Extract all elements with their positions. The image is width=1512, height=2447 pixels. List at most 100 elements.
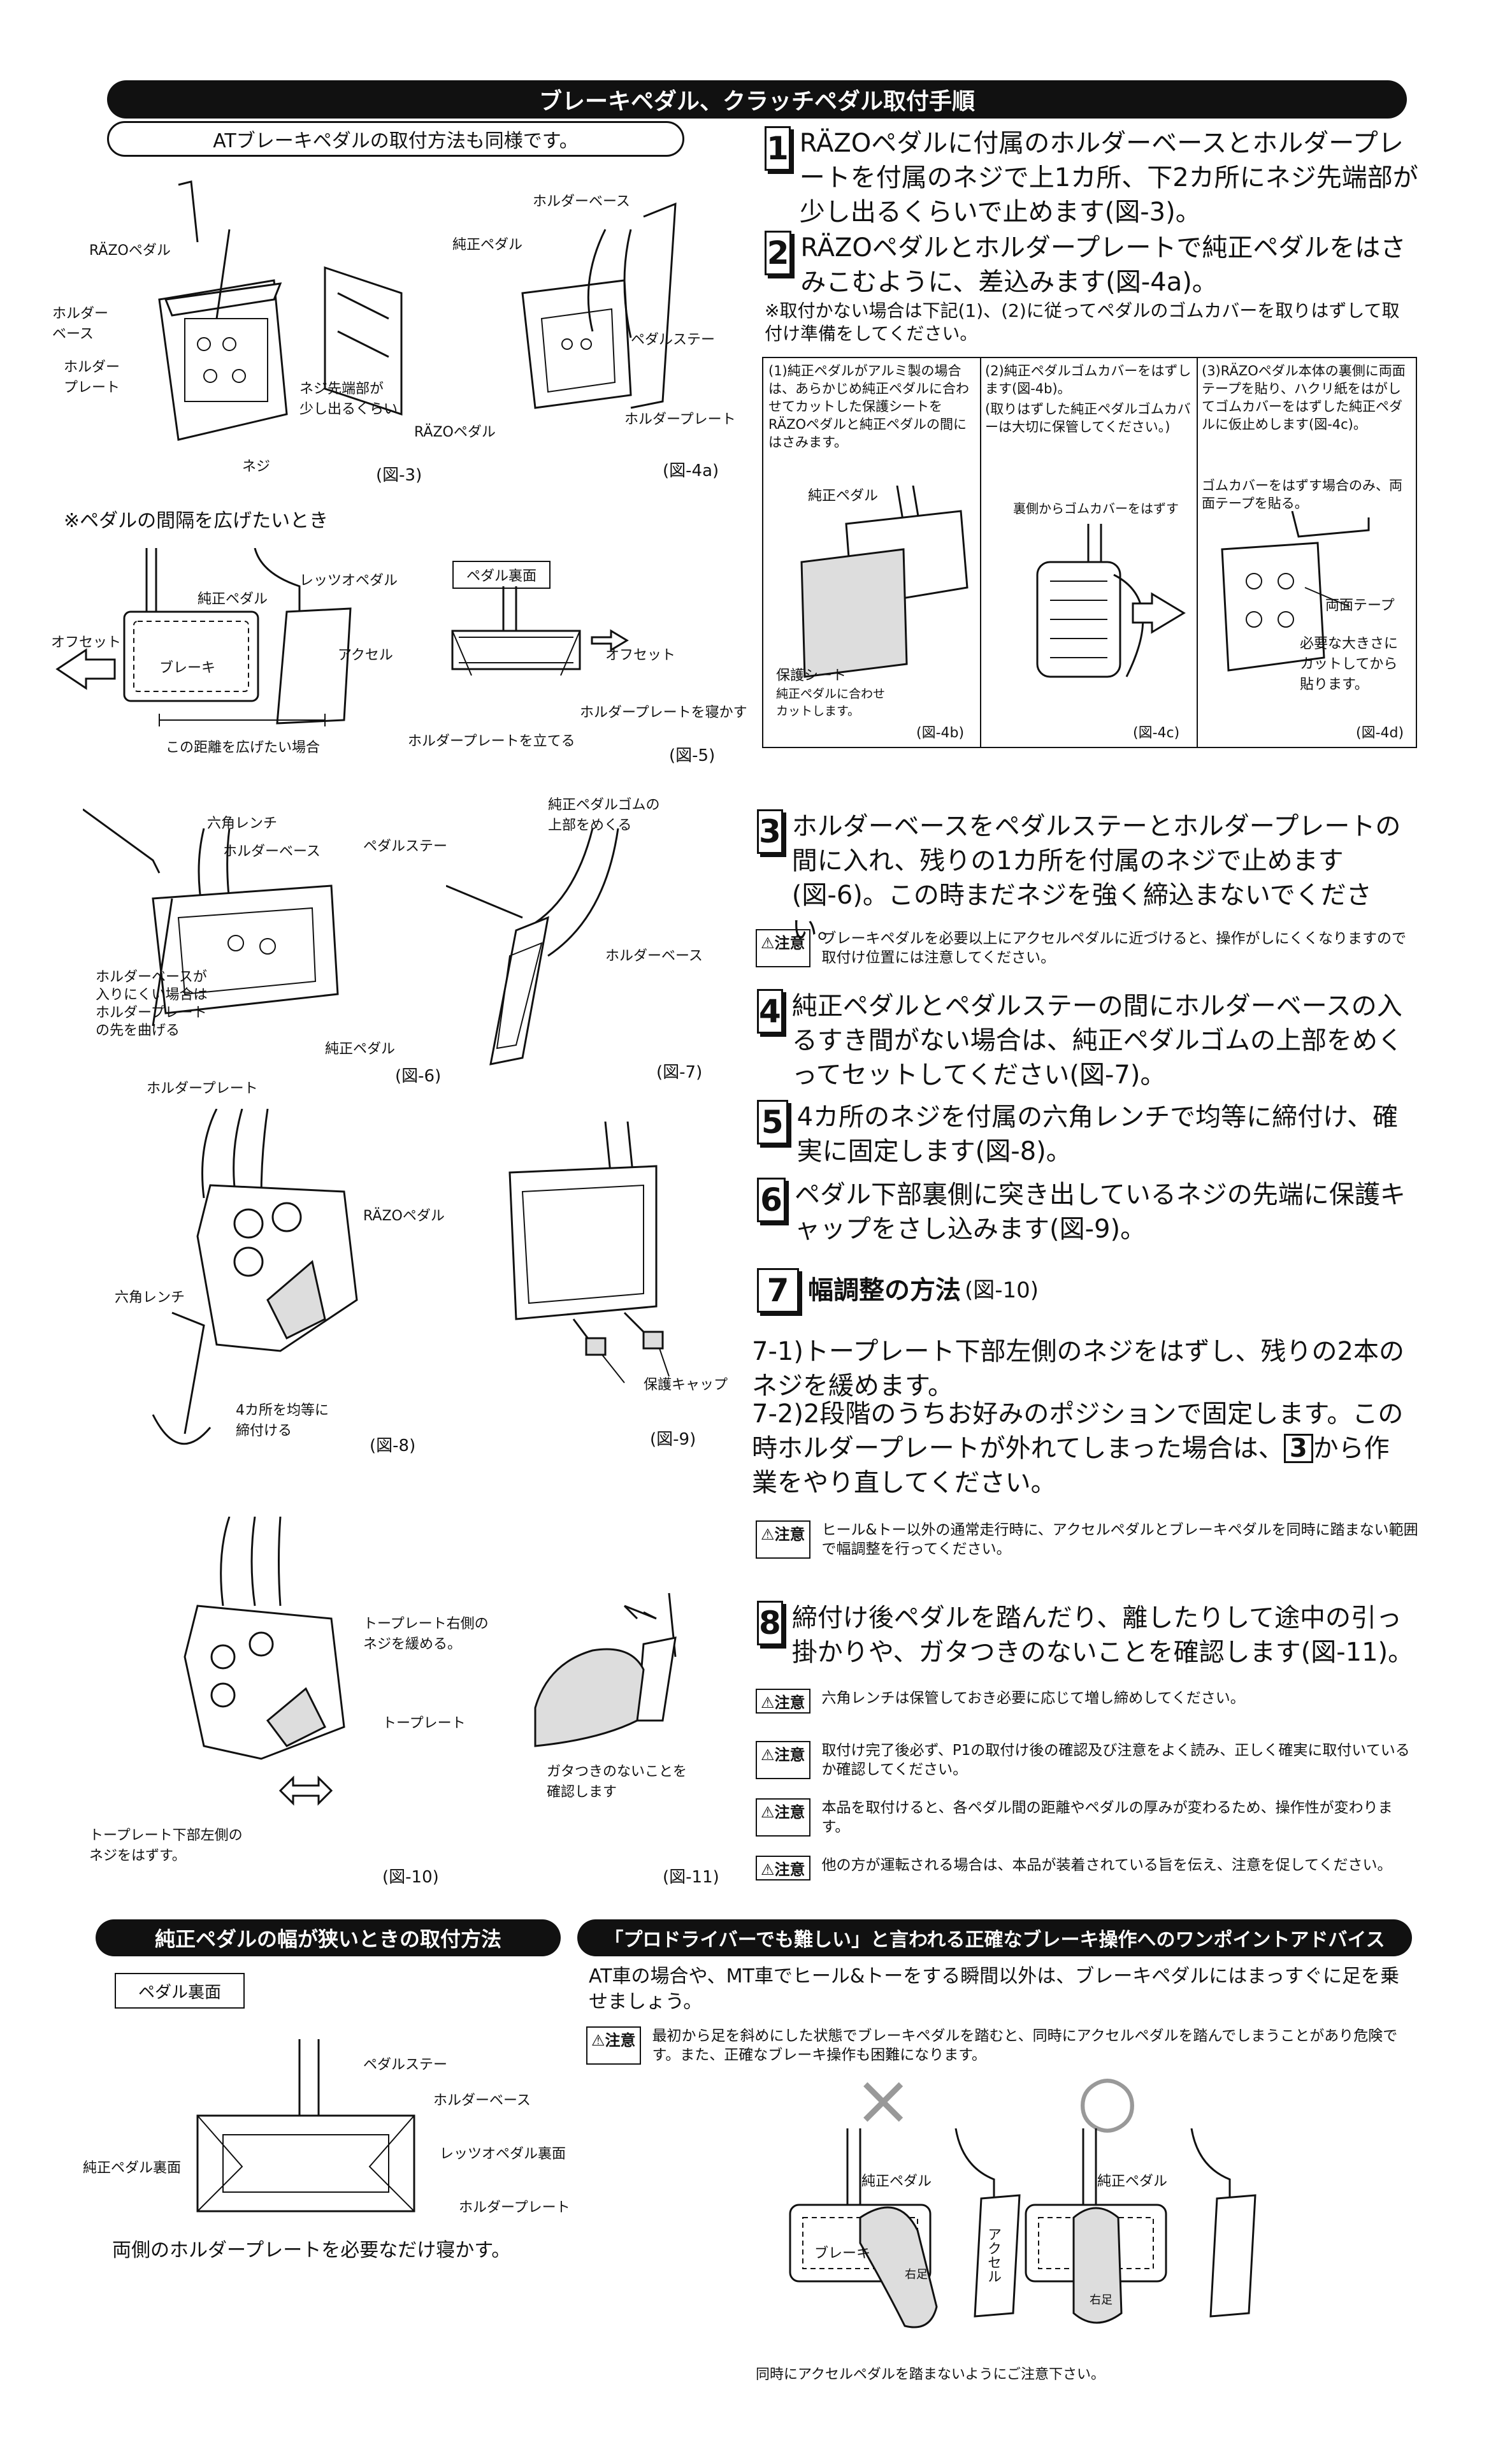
figure-3 [158,180,403,441]
figure-4a [521,202,677,409]
advice-caution: ⚠注意 最初から足を斜めにした状態でブレーキペダルを踏むと、同時にアクセルペダル… [586,2026,1415,2065]
caution-4: ⚠注意 取付け完了後必ず、P1の取付け後の確認及び注意をよく読み、正しく確実に取… [756,1741,1418,1779]
step-7-2-text-b: から作業をやり直してください。 [752,1434,1390,1498]
fig11-caption: (図-11) [663,1868,719,1887]
panel-2-text: (2)純正ペダルゴムカバーをはずします(図-4b)。 [985,363,1192,396]
fig3-razo-label: RÄZOペダル [89,243,171,259]
narrow-title: 純正ペダルの幅が狭いときの取付方法 [154,1927,501,1951]
narrow-back-label-box: ペダル裏面 [115,1973,245,2009]
step-5-text: 4カ所のネジを付属の六角レンチで均等に締付け、確実に固定します(図-8)。 [796,1102,1399,1166]
fig5-caption: (図-5) [669,746,716,765]
page-header: ブレーキペダル、クラッチペダル取付手順 [107,80,1407,119]
fig4c-caption: (図-4c) [1133,725,1180,741]
step-4-text: 純正ペダルとペダルステーの間にホルダーベースの入るすき間がない場合は、純正ペダル… [791,992,1403,1090]
fig3-screw-tip-label: ネジ先端部が 少し出るくらい [299,381,398,417]
narrow-leds-back-label: レッツオペダル裏面 [440,2146,566,2162]
caution-3-text: 六角レンチは保管しておき必要に応じて増し締めしてください。 [821,1690,1245,1707]
figure-5-front [55,548,352,726]
caution-1-label: ⚠注意 [756,929,810,967]
fig8-caption: (図-8) [370,1436,416,1455]
advice-ng-accel-label: アクセル [985,2227,1001,2283]
narrow-back-label: ペダル裏面 [138,1982,221,2002]
fig10-loosen-label: トープレート右側の ネジを緩める。 [363,1616,489,1652]
step-6-number: 6 [757,1178,786,1222]
fig3-screw-label: ネジ [242,459,271,475]
fig3-holder-base-label: ホルダー ベース [52,306,109,342]
intro-note-text: ATブレーキペダルの取付方法も同様です。 [213,130,579,152]
caution-3-label: ⚠注意 [756,1689,810,1714]
fig5-brake-label: ブレーキ [159,660,216,676]
panel-1-text: (1)純正ペダルがアルミ製の場合は、あらかじめ純正ペダルに合わせてカットした保護… [768,363,969,450]
advice-footer: 同時にアクセルペダルを踏まないようにご注意下さい。 [756,2367,1105,2383]
step-7-2-text-a: 7-2)2段階のうちお好みのポジションで固定します。この時ホルダープレートが外れ… [752,1399,1404,1463]
fig5-plate-lay-label: ホルダープレートを寝かす [580,705,747,721]
intro-note: ATブレーキペダルの取付方法も同様です。 [107,121,684,157]
step-2-note: ※取付かない場合は下記(1)、(2)に従ってペダルのゴムカバーを取りはずして取付… [765,300,1400,344]
fig4d-cut-label: 必要な大きさに カットしてから 貼ります。 [1300,636,1399,693]
advice-ng-brake-label: ブレーキ [814,2246,871,2262]
narrow-base-label: ホルダーベース [433,2093,531,2109]
fig4a-genuine-label: 純正ペダル [452,237,523,253]
advice-text: AT車の場合や、MT車でヒール&トーをする瞬間以外は、ブレーキペダルにはまっすぐ… [589,1965,1400,2013]
caution-6: ⚠注意 他の方が運転される場合は、本品が装着されている旨を伝え、注意を促してくだ… [756,1856,1418,1880]
fig4a-holder-base-label: ホルダーベース [533,194,630,210]
step-1: 1 RÄZOペダルに付属のホルダーベースとホルダープレートを付属のネジで上1カ所… [765,126,1421,229]
fig9-caption: (図-9) [650,1430,696,1449]
caution-1-text: ブレーキペダルを必要以上にアクセルペダルに近づけると、操作がしにくくなりますので… [821,930,1406,966]
step-7-title: 幅調整の方法 [808,1276,961,1305]
step-2-number: 2 [765,231,792,275]
fig10-caption: (図-10) [382,1868,439,1887]
fig11-check-label: ガタつきのないことを 確認します [547,1764,688,1800]
caution-5-label: ⚠注意 [756,1798,810,1837]
advice-ng-mark: × [854,2059,913,2140]
step-6-text: ペダル下部裏側に突き出しているネジの先端に保護キャップをさし込みます(図-9)。 [794,1180,1406,1244]
spacing-title: ※ペダルの間隔を広げたいとき [64,510,329,532]
panel-3-text: (3)RÄZOペダル本体の裏側に両面テープを貼り、ハクリ紙をはがしてゴムカバーを… [1202,363,1406,432]
fig6-genuine-label: 純正ペダル [325,1041,396,1057]
step-7-2: 7-2)2段階のうちお好みのポジションで固定します。この時ホルダープレートが外れ… [752,1397,1415,1500]
caution-5-text: 本品を取付けると、各ペダル間の距離やペダルの厚みが変わるため、操作性が変わります… [821,1800,1393,1835]
fig10-toeplate-label: トープレート [382,1715,466,1731]
caution-3: ⚠注意 六角レンチは保管しておき必要に応じて増し締めしてください。 [756,1689,1418,1714]
narrow-stay-label: ペダルステー [363,2057,448,2073]
figure-4d [1221,511,1370,672]
fig4a-holder-plate-label: ホルダープレート [624,412,736,428]
fig5-plate-stand-label: ホルダープレートを立てる [408,733,575,749]
figure-narrow [196,2039,415,2212]
fig8-wrench-label: 六角レンチ [115,1290,185,1306]
fig7-holder-base-label: ホルダーベース [605,948,703,964]
step-3: 3 ホルダーベースをペダルステーとホルダープレートの間に入れ、残りの1カ所を付属… [757,809,1420,947]
step-7-1: 7-1)トープレート下部左側のネジをはずし、残りの2本のネジを緩めます。 [752,1337,1404,1401]
step-7-2-ref: 3 [1283,1434,1313,1463]
fig6-wrench-label: 六角レンチ [207,816,278,832]
figure-advice-ng [789,2128,1021,2328]
step-7: 7 幅調整の方法 (図-10) [757,1268,1420,1313]
fig6-holder-plate-label: ホルダープレート [147,1081,258,1097]
advice-ok-genuine-label: 純正ペダル [1097,2174,1168,2190]
figure-advice-ok [1025,2128,1256,2324]
advice-caution-label: ⚠注意 [586,2026,641,2065]
narrow-note: 両側のホルダープレートを必要なだけ寝かす。 [112,2239,511,2262]
advice-caution-text: 最初から足を斜めにした状態でブレーキペダルを踏むと、同時にアクセルペダルを踏んで… [652,2028,1398,2063]
panel-2-sub: (取りはずした純正ペダルゴムカバーは大切に保管してください。) [985,401,1191,435]
step-4-number: 4 [757,989,783,1034]
advice-title: 「プロドライバーでも難しい」と言われる正確なブレーキ操作へのワンポイントアドバイ… [604,1929,1385,1951]
fig5-genuine-label: 純正ペダル [198,591,268,607]
step-5-number: 5 [757,1100,788,1144]
figure-4c [1036,524,1186,678]
step-7-fig: (図-10) [965,1278,1039,1303]
fig6-caption: (図-6) [395,1067,442,1086]
fig5-distance-label: この距離を広げたい場合 [166,740,320,756]
caution-6-text: 他の方が運転される場合は、本品が装着されている旨を伝え、注意を促してください。 [821,1857,1392,1873]
fig4c-remove-label: 裏側からゴムカバーをはずす [1013,501,1179,516]
removal-panels: (1)純正ペダルがアルミ製の場合は、あらかじめ純正ペダルに合わせてカットした保護… [762,357,1417,748]
step-5: 5 4カ所のネジを付属の六角レンチで均等に締付け、確実に固定します(図-8)。 [757,1100,1420,1169]
caution-4-label: ⚠注意 [756,1741,810,1779]
fig8-even-label: 4カ所を均等に 締付ける [236,1403,329,1439]
fig3-holder-plate-label: ホルダー プレート [64,359,120,396]
fig8-razo-label: RÄZOペダル [363,1208,445,1224]
caution-6-label: ⚠注意 [756,1856,810,1880]
advice-ok-mark: ○ [1077,2059,1138,2140]
narrow-title-bar: 純正ペダルの幅が狭いときの取付方法 [96,1919,561,1956]
step-3-text: ホルダーベースをペダルステーとホルダープレートの間に入れ、残りの1カ所を付属のネ… [791,812,1401,944]
